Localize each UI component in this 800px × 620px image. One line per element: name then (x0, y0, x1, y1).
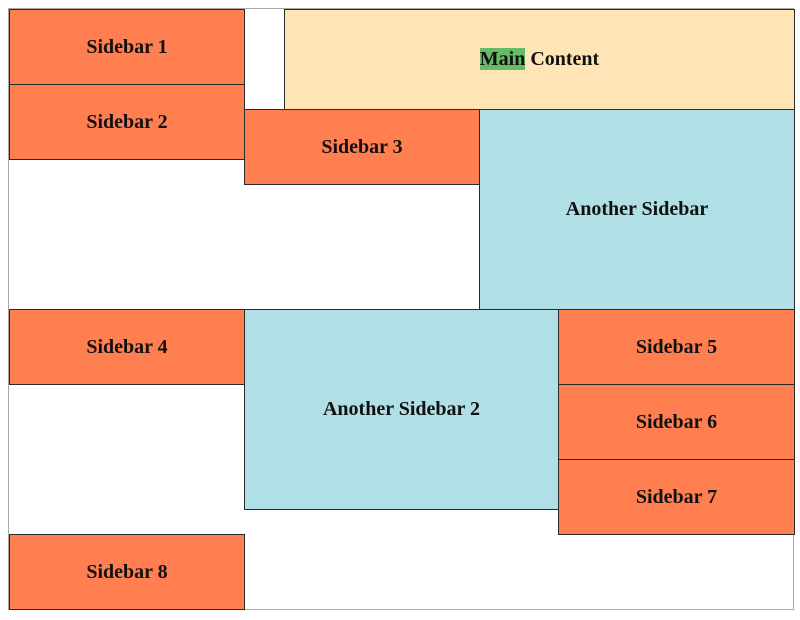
sidebar-5-label: Sidebar 5 (635, 335, 718, 358)
another-sidebar-2-label: Another Sidebar 2 (322, 398, 481, 420)
sidebar-8: Sidebar 8 (9, 534, 245, 610)
another-sidebar-2: Another Sidebar 2 (244, 309, 559, 510)
another-sidebar: Another Sidebar (479, 109, 795, 310)
sidebar-8-label: Sidebar 8 (86, 560, 168, 583)
sidebar-6: Sidebar 6 (558, 384, 795, 460)
another-sidebar-label: Another Sidebar (565, 198, 709, 220)
main-content: Main Content (284, 9, 795, 110)
sidebar-7-label: Sidebar 7 (635, 485, 718, 508)
sidebar-3-label: Sidebar 3 (321, 135, 403, 158)
sidebar-4: Sidebar 4 (9, 309, 245, 385)
layout-container: Sidebar 1 Main Content Sidebar 2 Sidebar… (8, 8, 795, 610)
sidebar-2: Sidebar 2 (9, 84, 245, 160)
main-content-rest: Content (525, 48, 600, 70)
main-highlight: Main (479, 48, 526, 70)
sidebar-5: Sidebar 5 (558, 309, 795, 385)
sidebar-4-label: Sidebar 4 (86, 335, 168, 358)
sidebar-1: Sidebar 1 (9, 9, 245, 85)
sidebar-6-label: Sidebar 6 (635, 410, 718, 433)
sidebar-2-label: Sidebar 2 (86, 110, 168, 133)
main-content-label: Main Content (479, 48, 600, 71)
sidebar-1-label: Sidebar 1 (86, 35, 168, 58)
sidebar-7: Sidebar 7 (558, 459, 795, 535)
sidebar-3: Sidebar 3 (244, 109, 480, 185)
